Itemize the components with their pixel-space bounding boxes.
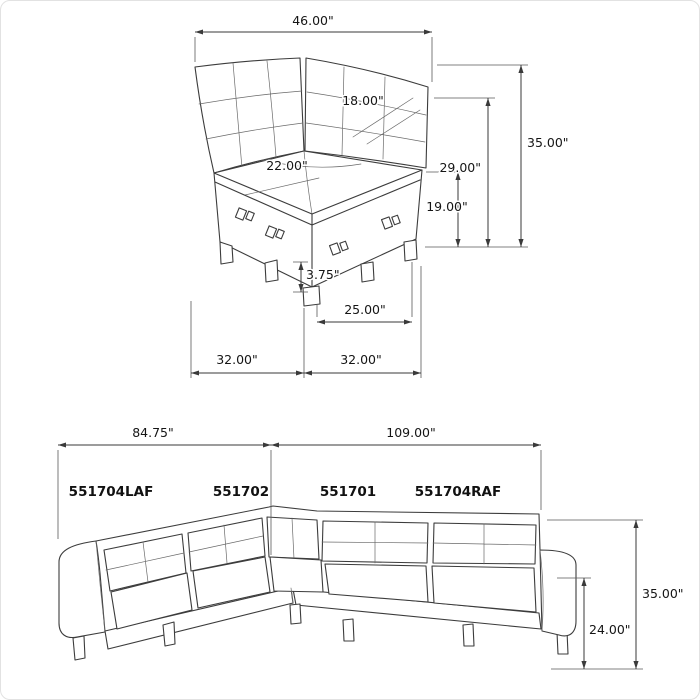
part-label-551701: 551701: [320, 484, 376, 500]
extension-lines: [57, 450, 643, 670]
tufting-lines: [305, 66, 427, 160]
corner-seat-cushion: [269, 556, 324, 593]
right-arm-contour: [539, 549, 544, 632]
dim-label-overall-height: 35.00": [527, 135, 569, 150]
tufting-lines: [105, 517, 537, 583]
leg: [403, 239, 418, 262]
sectional-right-arm: [539, 549, 577, 637]
seat-cushion: [431, 565, 537, 613]
dim-label-front-width: 25.00": [344, 302, 386, 317]
sectional-diagram: 84.75" 109.00" 35.00" 24.00" 551704LAF 5…: [57, 424, 685, 670]
tufting-lines: [198, 60, 304, 169]
leg: [264, 259, 279, 283]
dim-label-back-height: 29.00": [439, 160, 481, 175]
dim-label-right-length: 109.00": [386, 425, 436, 440]
corner-back-cushion-right: [304, 57, 429, 169]
dim-label-right-depth: 32.00": [340, 352, 382, 367]
leg: [289, 603, 302, 625]
leg: [302, 285, 321, 307]
sectional-drawing: [58, 505, 577, 661]
corner-wedge-drawing: [194, 57, 429, 307]
base-buckle-details: [234, 207, 401, 256]
part-label-551704laf: 551704LAF: [69, 484, 154, 500]
sectional-back-edge: [95, 505, 541, 551]
leg: [360, 261, 375, 283]
leg: [342, 618, 355, 642]
left-arm-contour: [95, 540, 106, 633]
seat-cushion: [110, 572, 193, 630]
seat-seam-lines: [244, 150, 362, 215]
sectional-left-arm: [58, 540, 106, 639]
leg: [219, 241, 234, 265]
dim-label-left-depth: 32.00": [216, 352, 258, 367]
leg: [162, 621, 176, 647]
dim-label-overall-height: 35.00": [642, 586, 684, 601]
leg: [462, 623, 475, 647]
leg: [72, 635, 86, 661]
dim-label-seat-back: 19.00": [426, 199, 468, 214]
corner-front-seam: [290, 587, 294, 605]
dim-label-back-cushion: 18.00": [342, 93, 384, 108]
seat-cushion: [324, 563, 429, 603]
part-label-551702: 551702: [213, 484, 269, 500]
back-cushion: [187, 517, 266, 572]
dim-label-left-length: 84.75": [132, 425, 174, 440]
back-cushion: [432, 522, 537, 565]
seat-cushion: [192, 556, 271, 609]
dim-label-arm-height: 24.00": [589, 622, 631, 637]
dim-label-leg-height: 3.75": [306, 267, 340, 282]
part-label-551704raf: 551704RAF: [415, 484, 501, 500]
dim-label-seat-depth: 22.00": [266, 158, 308, 173]
corner-legs: [219, 239, 418, 307]
corner-wedge-diagram: 46.00" 35.00" 29.00" 19.00" 18.00" 22.00…: [190, 12, 570, 378]
sectional-legs: [72, 603, 569, 661]
dim-label-top-width: 46.00": [292, 13, 334, 28]
